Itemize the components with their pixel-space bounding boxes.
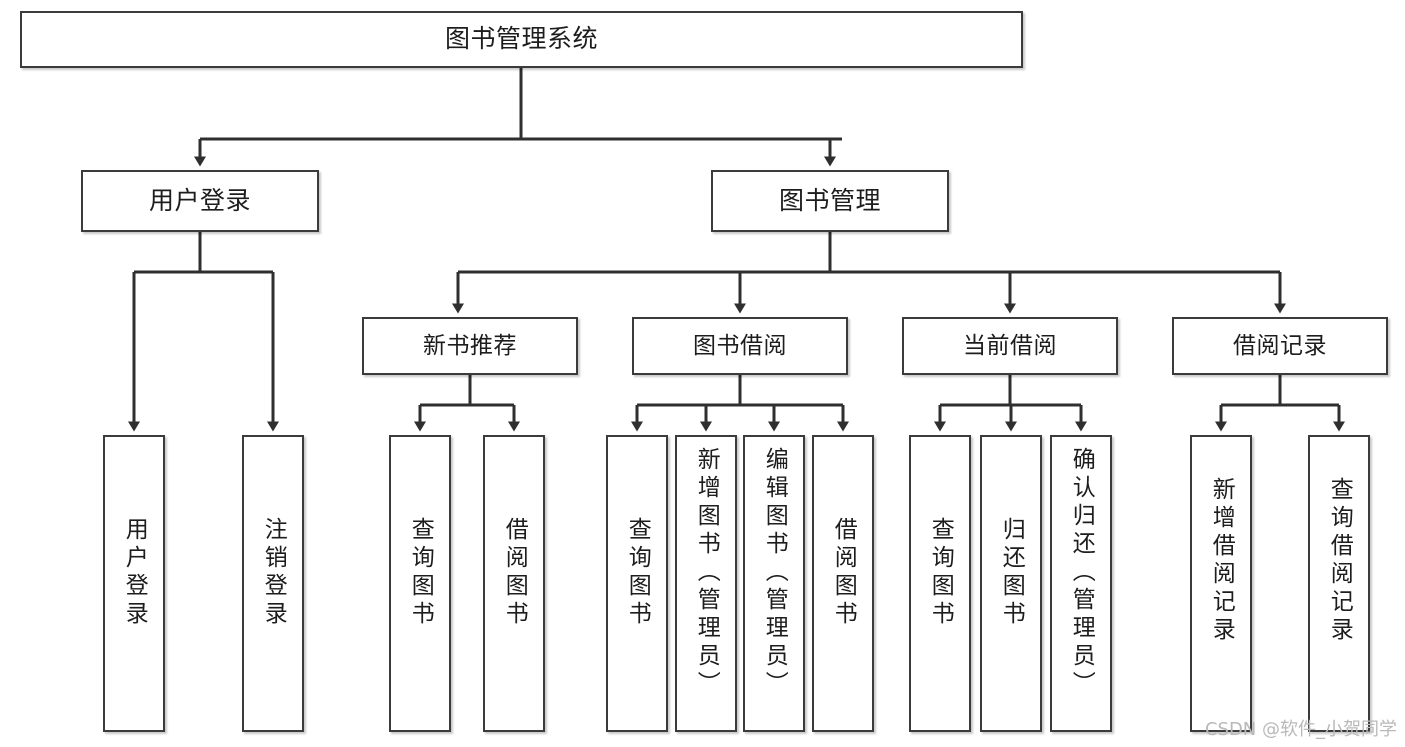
node-leaf-edit-book-label: 编辑图书（管理员） <box>761 447 788 699</box>
node-leaf-borrow-book-rec-label: 借阅图书 <box>501 517 528 629</box>
node-leaf-query-book-cur-label: 查询图书 <box>927 517 954 629</box>
node-leaf-return-book[interactable]: 归还图书 <box>980 435 1042 732</box>
node-root-label: 图书管理系统 <box>444 24 598 54</box>
node-leaf-return-book-label: 归还图书 <box>998 517 1025 629</box>
node-leaf-confirm-return[interactable]: 确认归还（管理员） <box>1050 435 1112 732</box>
node-user-login-label: 用户登录 <box>148 185 251 215</box>
node-leaf-user-logout-label: 注销登录 <box>260 517 287 629</box>
csdn-watermark: CSDN @软件_小贺同学 <box>1204 719 1397 740</box>
node-leaf-query-record[interactable]: 查询借阅记录 <box>1308 435 1370 732</box>
node-leaf-add-record-label: 新增借阅记录 <box>1208 477 1235 645</box>
node-leaf-confirm-return-label: 确认归还（管理员） <box>1068 447 1095 699</box>
node-root[interactable]: 图书管理系统 <box>20 11 1023 68</box>
node-book-manage[interactable]: 图书管理 <box>711 170 949 232</box>
node-book-borrow[interactable]: 图书借阅 <box>632 317 848 375</box>
node-current-borrow-label: 当前借阅 <box>963 332 1057 359</box>
node-leaf-user-logout[interactable]: 注销登录 <box>242 435 304 732</box>
node-leaf-user-login[interactable]: 用户登录 <box>103 435 165 732</box>
node-leaf-query-book[interactable]: 查询图书 <box>606 435 668 732</box>
node-leaf-add-book[interactable]: 新增图书（管理员） <box>675 435 737 732</box>
node-user-login[interactable]: 用户登录 <box>81 170 319 232</box>
node-leaf-borrow-book[interactable]: 借阅图书 <box>812 435 874 732</box>
node-borrow-record-label: 借阅记录 <box>1233 332 1327 359</box>
node-leaf-user-login-label: 用户登录 <box>121 517 148 629</box>
node-book-manage-label: 图书管理 <box>778 185 881 215</box>
node-leaf-add-record[interactable]: 新增借阅记录 <box>1190 435 1252 732</box>
node-new-book-rec[interactable]: 新书推荐 <box>362 317 578 375</box>
node-leaf-add-book-label: 新增图书（管理员） <box>693 447 720 699</box>
node-new-book-rec-label: 新书推荐 <box>423 332 517 359</box>
node-leaf-query-record-label: 查询借阅记录 <box>1326 477 1353 645</box>
node-leaf-query-book-label: 查询图书 <box>624 517 651 629</box>
node-leaf-query-book-rec[interactable]: 查询图书 <box>389 435 451 732</box>
node-current-borrow[interactable]: 当前借阅 <box>902 317 1118 375</box>
node-book-borrow-label: 图书借阅 <box>693 332 787 359</box>
node-leaf-borrow-book-label: 借阅图书 <box>830 517 857 629</box>
node-leaf-borrow-book-rec[interactable]: 借阅图书 <box>483 435 545 732</box>
node-leaf-query-book-cur[interactable]: 查询图书 <box>909 435 971 732</box>
node-leaf-edit-book[interactable]: 编辑图书（管理员） <box>743 435 805 732</box>
node-leaf-query-book-rec-label: 查询图书 <box>407 517 434 629</box>
node-borrow-record[interactable]: 借阅记录 <box>1172 317 1388 375</box>
